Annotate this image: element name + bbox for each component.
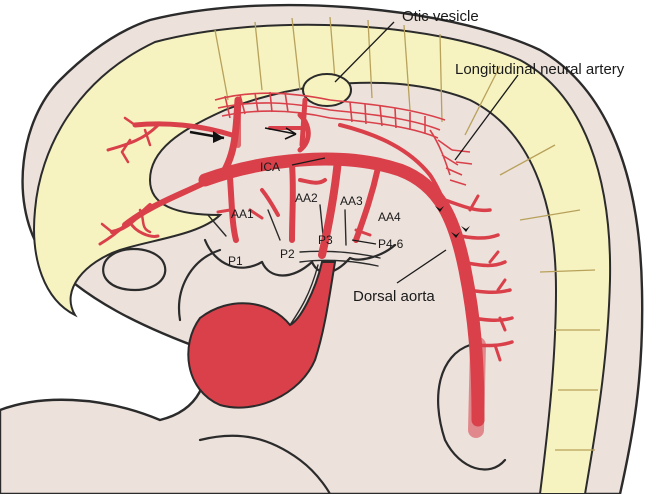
label-p3: P3: [318, 233, 333, 247]
label-p4-6: P4-6: [378, 237, 404, 251]
aortic-arch-2: [292, 165, 293, 240]
label-aa2: AA2: [295, 191, 318, 205]
label-aa4: AA4: [378, 210, 401, 224]
label-dorsal-aorta: Dorsal aorta: [353, 288, 435, 305]
label-p2: P2: [280, 247, 295, 261]
label-otic-vesicle: Otic vesicle: [402, 8, 479, 25]
label-ica: ICA: [260, 160, 280, 174]
label-aa1: AA1: [231, 207, 254, 221]
dorsal-aorta-lower: [476, 345, 478, 430]
label-aa3: AA3: [340, 194, 363, 208]
label-longitudinal-neural-artery: Longitudinal neural artery: [455, 61, 625, 78]
label-p1: P1: [228, 254, 243, 268]
